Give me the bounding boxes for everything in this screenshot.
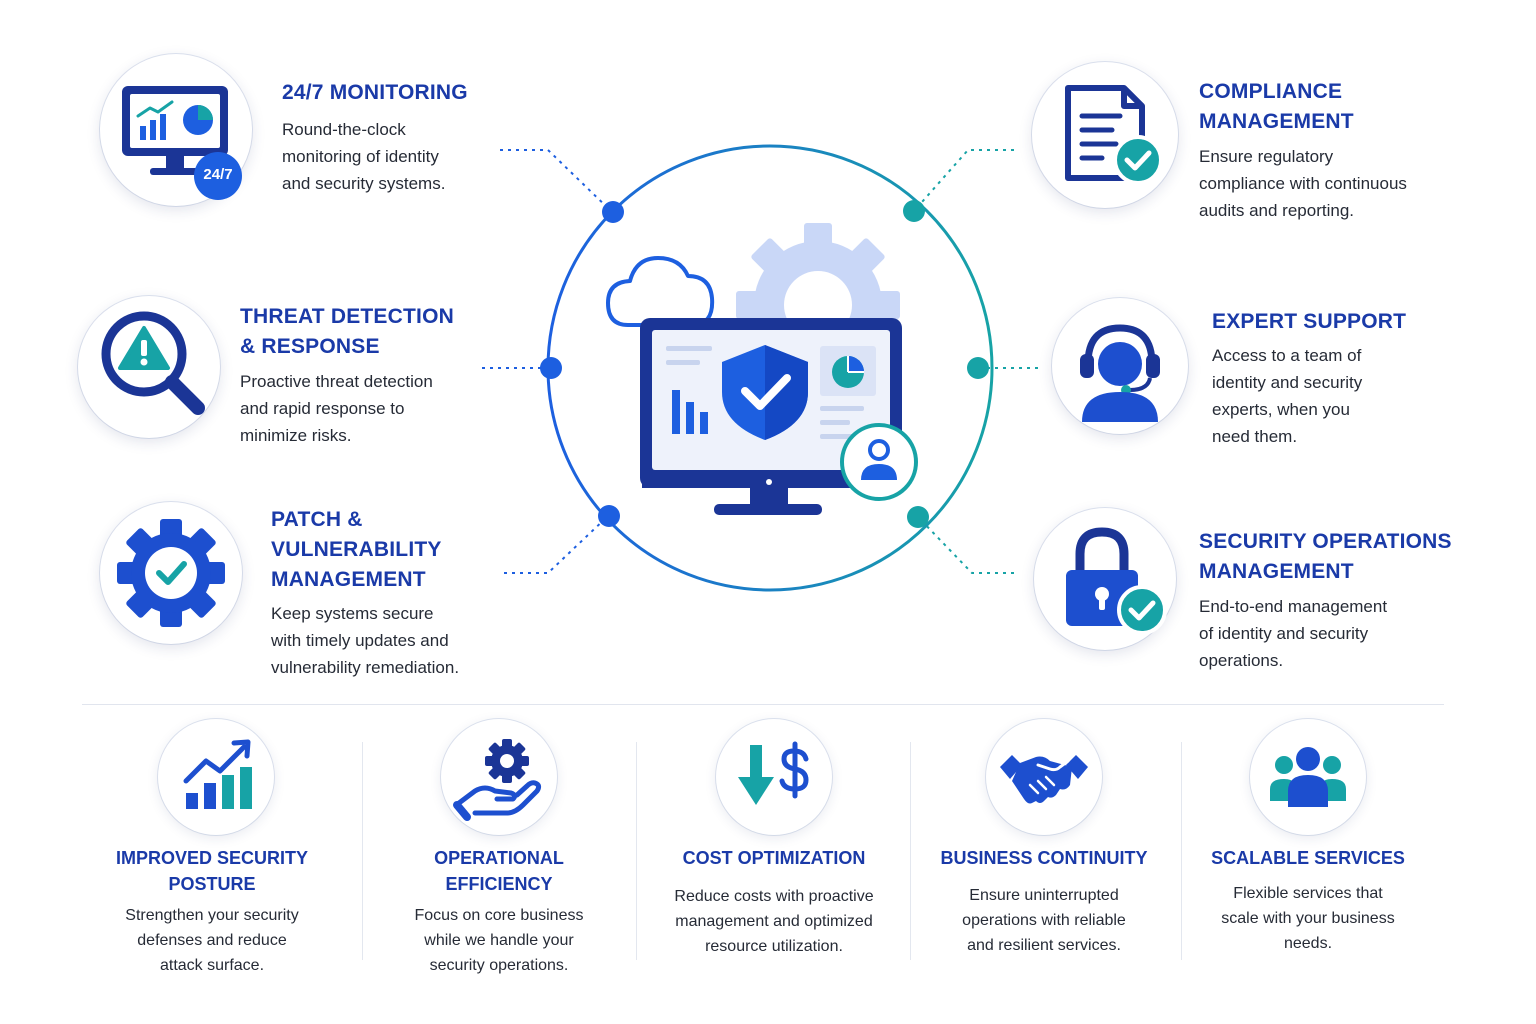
shield-check-icon [722, 345, 808, 440]
benefit-continuity-card [986, 719, 1102, 835]
hub-node-threat [540, 357, 562, 379]
benefit-efficiency-desc: Focus on core business while we handle y… [414, 907, 584, 974]
magnifier-alert-icon [101, 311, 205, 415]
hub-node-monitoring [602, 201, 624, 223]
benefit-scalable-title: SCALABLE SERVICES [1211, 848, 1405, 868]
document-check-icon [1065, 85, 1163, 185]
feature-threat-card [78, 296, 220, 438]
hub-node-support [967, 357, 989, 379]
benefit-separator-4 [1181, 742, 1182, 960]
benefit-separator-2 [636, 742, 637, 960]
feature-compliance-desc: Ensure regulatory compliance with contin… [1199, 147, 1407, 220]
padlock-check-icon [1066, 527, 1167, 635]
feature-monitoring-card: 24/7 [100, 54, 252, 206]
benefit-security-posture-title: IMPROVED SECURITY POSTURE [115, 848, 309, 894]
user-badge-icon [840, 423, 918, 501]
benefit-cost-title: COST OPTIMIZATION [682, 848, 866, 868]
feature-support-card [1052, 298, 1188, 434]
benefit-separator-1 [362, 742, 363, 960]
benefit-scalable-desc: Flexible services that scale with your b… [1221, 885, 1395, 952]
screen-pie-chart-icon [820, 346, 876, 396]
team-icon [1270, 747, 1346, 807]
feature-threat-desc: Proactive threat detection and rapid res… [240, 372, 433, 445]
benefit-security-posture-desc: Strengthen your security defenses and re… [125, 907, 299, 974]
feature-monitoring-title: 24/7 MONITORING [282, 81, 468, 104]
connector-secops [917, 516, 1014, 574]
feature-patch-title: PATCH & VULNERABILITY MANAGEMENT [271, 508, 442, 591]
benefit-cost-card [716, 719, 832, 835]
badge-24-7: 24/7 [203, 166, 233, 183]
benefit-security-posture-card [158, 719, 274, 835]
feature-threat-title: THREAT DETECTION & RESPONSE [240, 305, 454, 358]
hub-node-secops [907, 506, 929, 528]
screen-bar-chart-icon [672, 390, 708, 434]
hub-node-compliance [903, 200, 925, 222]
feature-compliance-card [1032, 62, 1178, 208]
feature-secops-desc: End-to-end management of identity and se… [1199, 597, 1388, 670]
benefit-separator-3 [910, 742, 911, 960]
feature-support-desc: Access to a team of identity and securit… [1212, 346, 1363, 446]
hub-node-patch [598, 505, 620, 527]
screen-lines-left [666, 346, 712, 365]
cost-down-icon [738, 741, 809, 805]
benefit-cost-desc: Reduce costs with proactive management a… [674, 888, 874, 955]
feature-secops-title: SECURITY OPERATIONS MANAGEMENT [1199, 530, 1452, 583]
benefit-efficiency-card [441, 719, 557, 835]
feature-patch-desc: Keep systems secure with timely updates … [271, 604, 460, 677]
feature-support-title: EXPERT SUPPORT [1212, 310, 1407, 333]
feature-secops-card [1034, 508, 1176, 650]
central-hub-illustration [540, 144, 994, 592]
handshake-icon [1000, 755, 1088, 804]
hand-gear-icon [453, 739, 542, 821]
benefit-efficiency-title: OPERATIONAL EFFICIENCY [434, 848, 564, 894]
feature-compliance-title: COMPLIANCE MANAGEMENT [1199, 80, 1354, 133]
growth-chart-icon [183, 739, 252, 809]
benefit-continuity-desc: Ensure uninterrupted operations with rel… [962, 887, 1126, 954]
feature-patch-card [100, 502, 242, 644]
benefit-continuity-title: BUSINESS CONTINUITY [940, 848, 1148, 868]
gear-check-icon [117, 519, 225, 627]
section-divider [82, 704, 1444, 705]
benefit-scalable-card [1250, 719, 1366, 835]
headset-agent-icon [1080, 324, 1160, 422]
monitor-chart-icon [122, 86, 242, 200]
feature-monitoring-desc: Round-the-clock monitoring of identity a… [282, 120, 446, 193]
connector-monitoring [500, 149, 613, 213]
cloud-icon [606, 256, 715, 327]
